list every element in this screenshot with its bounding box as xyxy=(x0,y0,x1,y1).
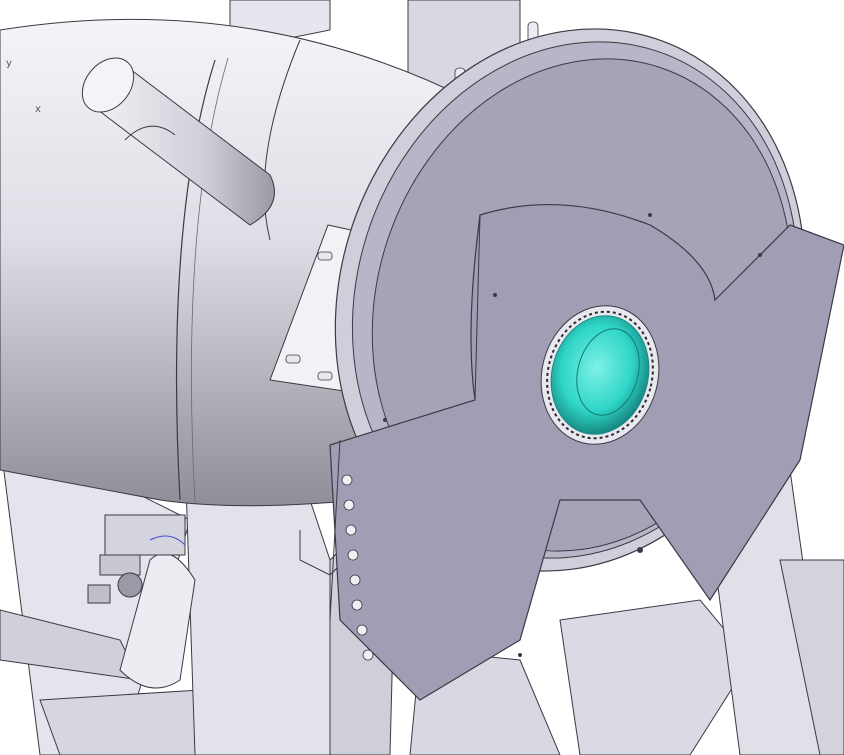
flange-face xyxy=(329,58,844,701)
face-bolts xyxy=(383,213,762,657)
axis-x-label: x xyxy=(35,104,41,115)
actuator-assembly xyxy=(87,514,196,689)
axis-y-label: y xyxy=(6,58,12,69)
angled-tube xyxy=(81,57,275,226)
central-window xyxy=(540,305,660,445)
flange-bolt-holes xyxy=(341,474,374,661)
